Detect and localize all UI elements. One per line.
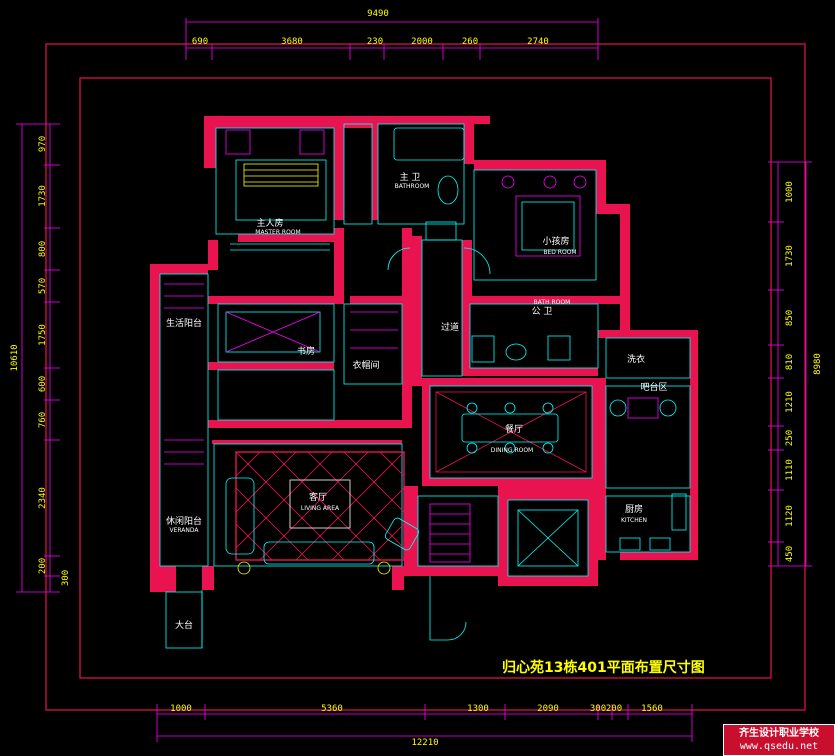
label-corridor: 过道 [441, 321, 459, 333]
dim-left-6: 600 [38, 376, 48, 392]
dim-top-4: 2000 [411, 37, 433, 47]
outer-frame [45, 43, 806, 711]
dim-left-3: 800 [38, 241, 48, 257]
label-cloak: 衣帽间 [352, 359, 379, 371]
dim-bottom-4: 2090 [537, 704, 559, 714]
dim-top-2: 3680 [281, 37, 303, 47]
dim-left-2: 1730 [38, 185, 48, 207]
label-bar: 吧台区 [640, 381, 667, 393]
label-kid-room: 小孩房 [542, 235, 569, 247]
label-kitchen-en: KITCHEN [621, 517, 647, 524]
dim-left-10: 300 [61, 570, 71, 586]
dim-right-2: 1730 [785, 245, 795, 267]
dim-right-9: 450 [785, 546, 795, 562]
dim-left-4: 570 [38, 278, 48, 294]
label-kid-room-en: BED ROOM [543, 249, 576, 256]
dim-bottom-6: 200 [606, 704, 622, 714]
dim-bottom-total: 12210 [411, 738, 438, 748]
dimension-bottom [156, 704, 693, 742]
dim-right-8: 1120 [785, 505, 795, 527]
dim-right-total: 8980 [813, 353, 823, 375]
drawing-title: 归心苑13栋401平面布置尺寸图 [502, 659, 705, 676]
watermark-line1: 齐生设计职业学校 [739, 728, 819, 739]
dim-top-5: 260 [462, 37, 478, 47]
dim-bottom-5: 300 [590, 704, 606, 714]
dim-right-5: 1210 [785, 391, 795, 413]
dim-top-total: 9490 [367, 9, 389, 19]
dim-left-total: 10610 [10, 344, 20, 371]
label-bath-en: BATH ROOM [534, 299, 571, 306]
dim-right-3: 850 [785, 310, 795, 326]
dim-right-6: 250 [785, 430, 795, 446]
dim-right-1: 1000 [785, 181, 795, 203]
dim-left-9: 200 [38, 558, 48, 574]
dim-left-8: 2340 [38, 487, 48, 509]
label-master-room: 主人房 [256, 217, 283, 229]
dim-bottom-3: 1300 [467, 704, 489, 714]
dim-top-1: 690 [192, 37, 208, 47]
dim-top-6: 2740 [527, 37, 549, 47]
dim-top-3: 230 [367, 37, 383, 47]
dim-right-4: 810 [785, 354, 795, 370]
dim-right-7: 1110 [785, 459, 795, 481]
label-bath: 公 卫 [532, 306, 553, 317]
dimension-top [185, 18, 599, 60]
label-dining-en: DINING ROOM [491, 447, 533, 454]
label-master-bath: 主 卫 [400, 171, 421, 183]
dim-left-5: 1750 [38, 324, 48, 346]
label-veranda: VERANDA [169, 527, 199, 534]
dim-bottom-1: 1000 [170, 704, 192, 714]
label-living: 客厅 [309, 491, 327, 503]
label-living-en: LIVING AREA [301, 505, 340, 512]
label-laundry: 洗衣 [627, 353, 645, 365]
dimension-left [16, 123, 60, 593]
label-terrace: 大台 [175, 619, 193, 631]
dim-bottom-7: 1560 [641, 704, 663, 714]
watermark-line2: www.qsedu.net [739, 741, 819, 752]
furniture [164, 129, 687, 575]
dim-left-1: 970 [38, 136, 48, 152]
dim-left-7: 760 [38, 412, 48, 428]
label-balcony-top: 生活阳台 [166, 317, 202, 329]
watermark-logo: 齐生设计职业学校 www.qsedu.net [723, 724, 835, 756]
label-kitchen: 厨房 [625, 503, 643, 515]
label-study: 书房 [297, 345, 315, 357]
walls [150, 116, 698, 592]
label-master-room-en: MASTER ROOM [255, 229, 300, 236]
dim-bottom-2: 5360 [321, 704, 343, 714]
label-dining: 餐厅 [505, 423, 523, 435]
structure-lines [159, 123, 691, 649]
dimension-right [768, 161, 812, 567]
label-balcony-bottom: 休闲阳台 [166, 515, 202, 527]
label-master-bath-en: BATHROOM [395, 183, 430, 190]
